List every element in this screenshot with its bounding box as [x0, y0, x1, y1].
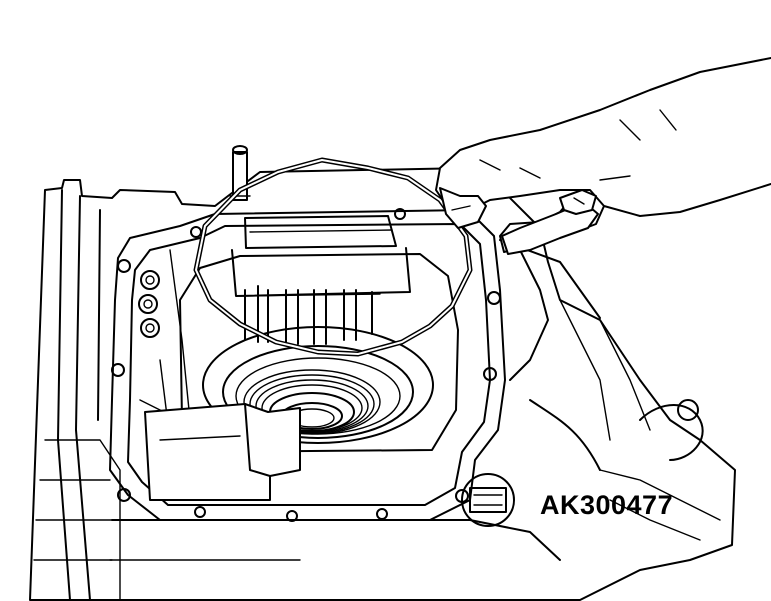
figure-code-label: AK300477 [540, 490, 674, 520]
transmission-case [29, 145, 736, 601]
clutch-splines [239, 285, 381, 345]
hand [435, 57, 771, 255]
o-ring-gasket [193, 157, 473, 357]
clutch-pack [243, 369, 381, 435]
drain-plug [461, 473, 515, 527]
